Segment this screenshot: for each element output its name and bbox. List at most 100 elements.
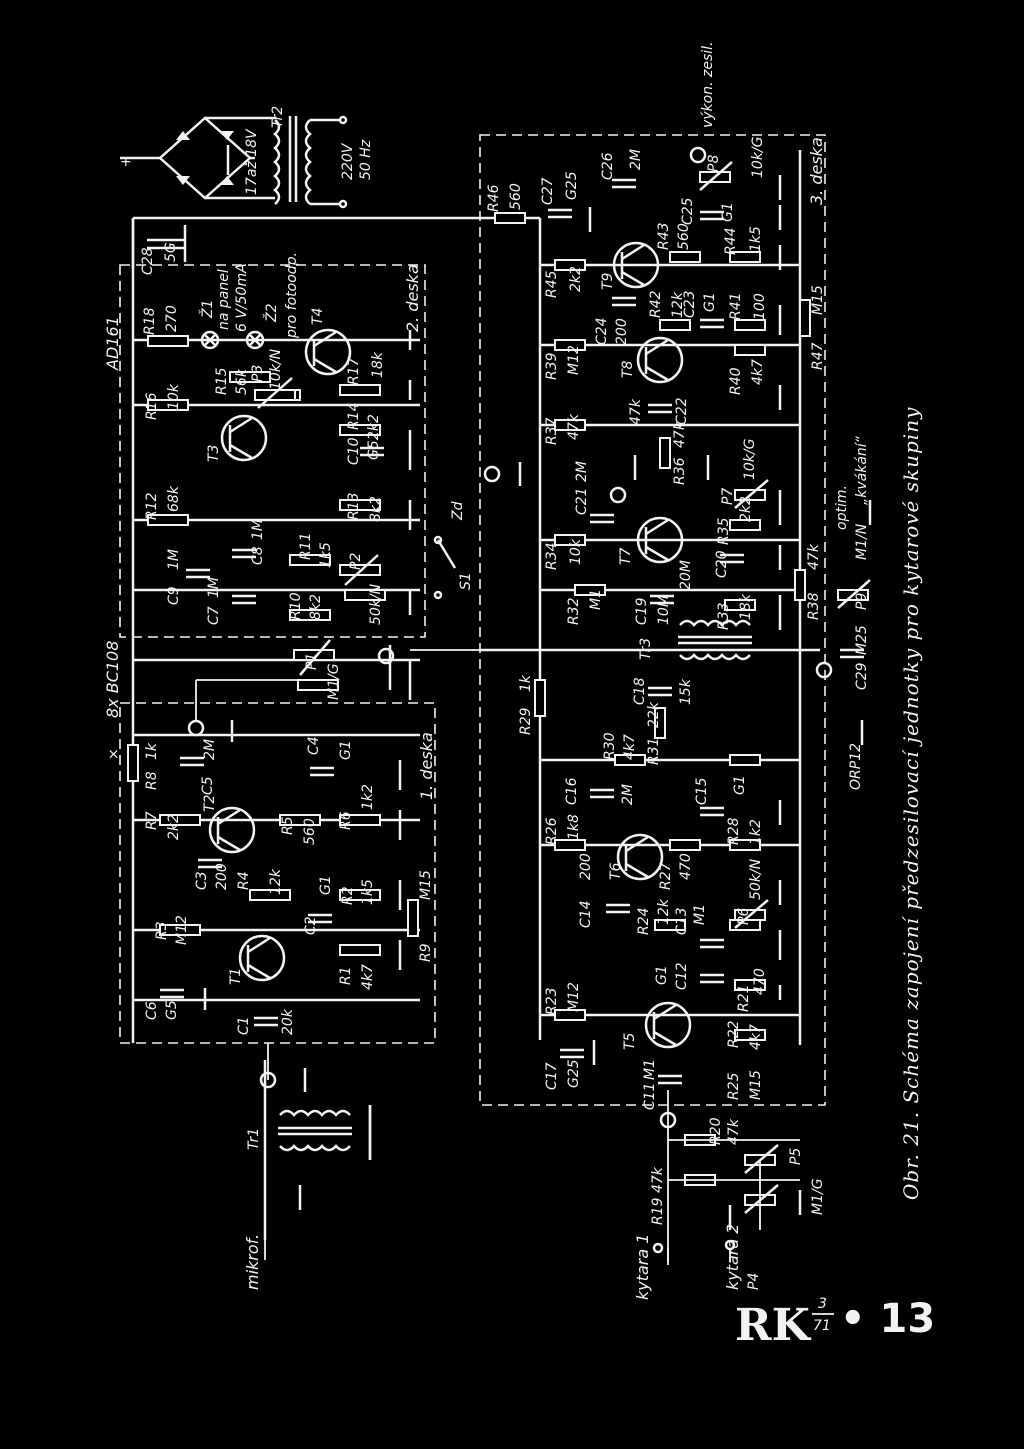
part-label: optim. [834,485,850,530]
part-label: R29 [518,707,534,735]
bc108-label: 8x BC108 [103,641,122,718]
part-value: G1 [338,740,354,760]
part-label: R30 [602,732,618,760]
part-value: 10k [166,383,182,410]
part-label: R37 [544,417,560,445]
part-label: R3 [154,921,170,940]
part-value: na panel [216,269,232,330]
part-label: R9 [418,943,434,962]
p5-label: P5 [788,1148,804,1165]
part-label: C21 [574,487,590,515]
part-value: 4k7 [750,359,766,385]
part-label: T7 [618,547,634,565]
part-value: 1k2 [748,819,764,845]
guitar1-label: kytara 1 [633,1234,652,1300]
tr1-label: Tr1 [246,1128,262,1150]
part-value: 10k/G [742,438,758,480]
part-label: C23 [682,290,698,318]
r20-label: R20 [708,1117,724,1145]
part-label: R28 [726,817,742,845]
part-value: 47k [806,543,822,570]
part-label: P7 [720,488,736,505]
part-label: T6 [608,862,624,880]
page-number: • 13 [840,1296,935,1342]
part-value: 2k2 [166,814,182,840]
board-1-labels: C6 G5 R3 M12 R7 2k2 R8 1k C1 20k T1 T2 C… [144,653,434,1035]
part-label: R38 [806,592,822,620]
part-label: C18 [632,677,648,705]
part-label: R44 [723,227,739,255]
part-value: 200 [614,318,630,345]
part-value: G25 [564,171,580,200]
part-label: R2 [340,886,356,905]
transistor-t5 [644,1001,692,1049]
part-label: R4 [236,871,252,890]
part-label: R27 [658,862,674,890]
part-value: M12 [566,345,582,375]
part-label: C27 [540,177,556,205]
part-label: Zd [450,501,466,521]
part-value: 18k [738,593,754,620]
part-label: C13 [674,907,690,935]
part-value: G1 [702,292,718,312]
part-value: 2M [574,461,590,482]
part-label: C25 [680,197,696,225]
part-value: 15k [678,678,694,705]
part-value: 1M [250,519,266,540]
part-label: R34 [544,542,560,570]
part-label: P6 [736,908,752,925]
part-label: T4 [310,308,326,325]
part-label: C2 [303,916,319,935]
part-label: R33 [716,602,732,630]
resistor-bodies [127,212,811,1186]
part-label: R45 [544,270,560,298]
part-label: C15 [694,777,710,805]
board-2-labels: R18 270 Ž1 na panel 6 V/50mA Ž2 pro foto… [142,252,474,625]
part-value: 8k2 [308,594,324,620]
ad161-label: AD161 [103,316,122,371]
part-value: 1k [144,742,160,760]
part-value: 560 [676,223,692,250]
magazine-logo: RK [735,1300,812,1351]
part-label: P8 [706,155,722,172]
part-value: 470 [678,853,694,880]
c28-name-label: C28 [140,247,156,275]
part-label: R46 [486,184,502,212]
part-value: M1/N [854,523,870,560]
part-value: 50k/N [748,858,764,900]
part-label: C5 [200,776,216,795]
part-value: 2M [620,784,636,805]
part-value: 2k2 [738,496,754,522]
part-value: 2k2 [366,414,382,440]
part-label: T3 [206,445,222,462]
part-value: M12 [174,915,190,945]
part-label: R7 [144,811,160,830]
part-label: ORP12 [848,743,864,790]
p4-label: P4 [746,1273,762,1290]
transistor-t3 [220,414,268,462]
part-label: R18 [142,307,158,335]
part-value: 68k [166,485,182,512]
part-value: M25 [854,625,870,655]
part-label: T9 [600,272,616,290]
part-value: 1k5 [360,879,376,905]
issue-number-bottom: 71 [813,1318,831,1334]
part-label: R42 [648,290,664,318]
part-value: 4k7 [622,734,638,760]
part-label: Ž2 [262,303,280,323]
r19-label: R19 47k [650,1166,666,1225]
part-label: R10 [288,592,304,620]
part-label: R39 [544,352,560,380]
part-value: 12k [268,868,284,895]
part-label: R13 [346,492,362,520]
part-label: R15 [214,367,230,395]
part-label: T2 [202,794,218,812]
part-label: C10 [346,437,362,465]
part-label: C14 [578,900,594,928]
part-label: R21 [736,984,752,1012]
part-value: M15 [810,285,826,315]
part-value: 2k2 [568,266,584,292]
part-label: C12 [674,962,690,990]
part-value: 560 [302,818,318,845]
board-1-label: 1. deska [417,732,436,800]
